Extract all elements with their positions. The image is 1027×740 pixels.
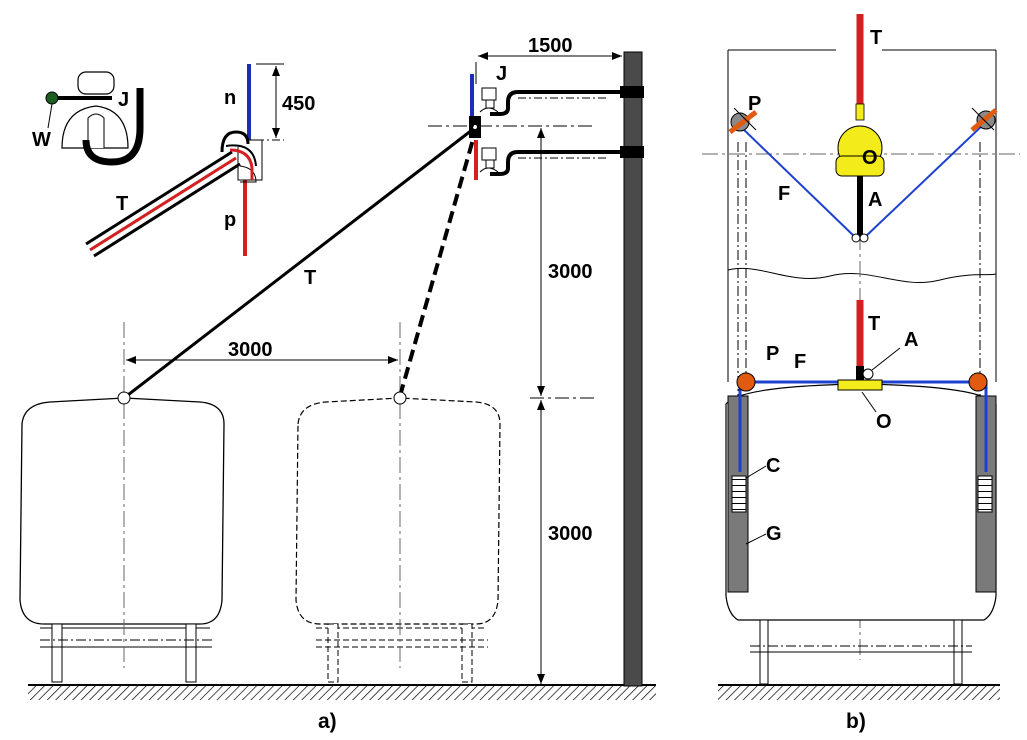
label-W-detail: W: [32, 129, 51, 151]
dim-3000-upper: 3000: [548, 261, 593, 283]
fork-left-top: [739, 125, 857, 239]
label-J-pole: J: [496, 63, 507, 85]
trolley-pole-solid: [123, 128, 473, 400]
panel-b: T P O F A T A P F O C: [702, 14, 1020, 733]
yellow-base-O: [837, 379, 883, 391]
label-A-top: A: [868, 189, 882, 211]
label-F-bottom: F: [794, 351, 806, 373]
lower-bracket: [490, 150, 624, 176]
upper-bracket: [490, 90, 624, 116]
pulley-right-top: [970, 107, 998, 132]
ground-hatch-b: [718, 686, 1000, 700]
label-O-top: O: [862, 147, 878, 169]
ground-hatch-a: [28, 686, 656, 700]
caption-a: a): [318, 710, 337, 733]
pivot-1: [117, 391, 131, 405]
label-n: n: [224, 87, 236, 109]
label-F-top: F: [778, 183, 790, 205]
pulley-left-top: [728, 107, 758, 134]
pole: [623, 51, 643, 687]
dim-450: 450: [282, 93, 315, 115]
label-G: G: [766, 523, 782, 545]
vehicle-front-view: [725, 383, 997, 685]
label-O-bottom: O: [876, 411, 892, 433]
caption-b: b): [846, 710, 866, 733]
detail-insulator: J W: [32, 71, 144, 166]
trolley-pole-dashed: [398, 135, 476, 397]
vehicle-solid: [19, 397, 225, 683]
pivot-2: [393, 391, 407, 405]
coil-left: [731, 475, 747, 513]
coil-right: [977, 475, 993, 513]
dim-3000-horizontal: 3000: [228, 339, 273, 361]
break-line: [727, 267, 997, 283]
label-T-top: T: [870, 27, 882, 49]
label-C: C: [766, 455, 780, 477]
pulley-right-front: [968, 372, 988, 392]
green-node: [45, 91, 59, 105]
label-P-top: P: [748, 93, 761, 115]
detail-collector: 450 n p T: [85, 63, 315, 258]
dim-1500: 1500: [528, 35, 573, 57]
label-P-bottom: P: [766, 343, 779, 365]
vehicle-dashed: [295, 397, 501, 683]
label-T-bottom: T: [868, 313, 880, 335]
fork-right-top: [863, 121, 987, 239]
label-T-detail: T: [116, 193, 128, 215]
insulator-upper: [479, 87, 499, 113]
label-J-detail: J: [118, 89, 129, 111]
label-p: p: [224, 209, 236, 231]
label-A-bottom: A: [904, 329, 918, 351]
insulator-lower: [479, 147, 499, 173]
dim-3000-lower: 3000: [548, 523, 593, 545]
panel-a: 1500 3000 3000 3000 J T: [19, 35, 656, 733]
label-T-main: T: [304, 267, 316, 289]
pulley-left-front: [736, 372, 756, 392]
